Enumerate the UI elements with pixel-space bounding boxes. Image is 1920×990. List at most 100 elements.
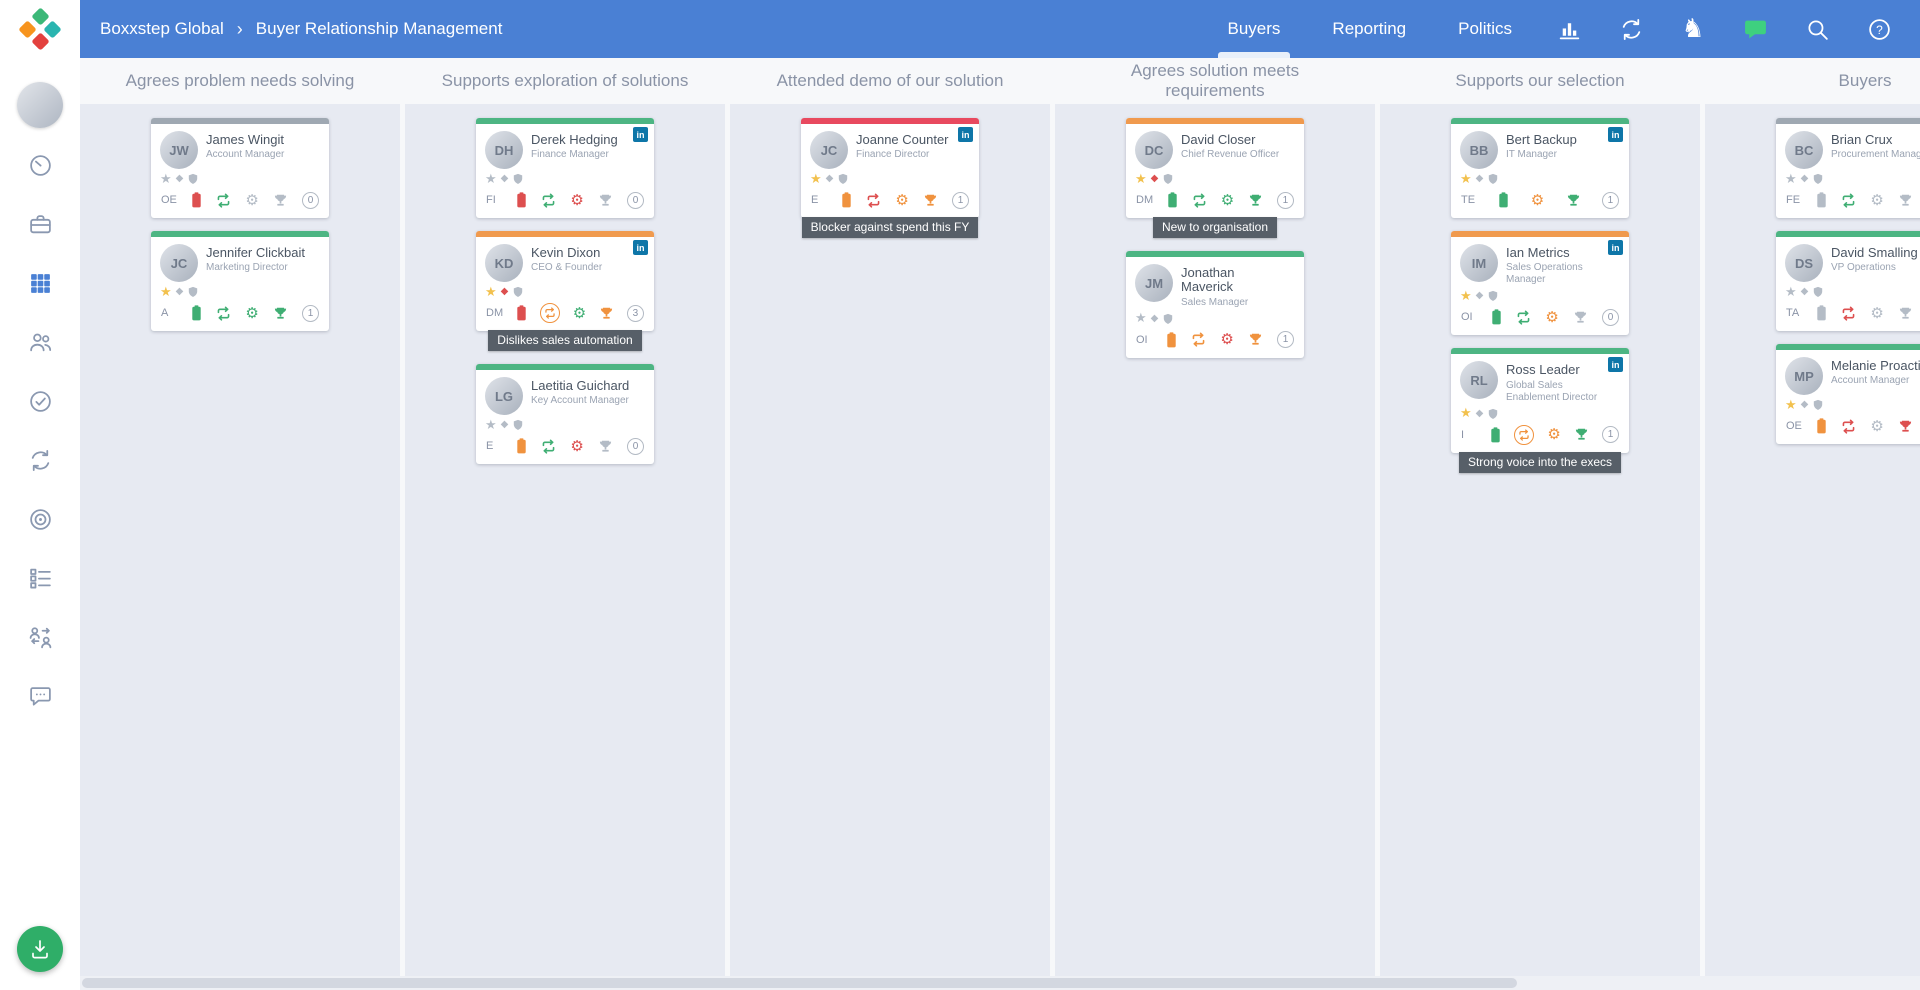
count-badge[interactable]: 1 xyxy=(1601,191,1619,209)
sidebar-checklist-icon[interactable] xyxy=(0,549,80,608)
count-badge[interactable]: 0 xyxy=(627,437,644,455)
trophy-icon xyxy=(273,306,288,321)
buyer-type-label: DM xyxy=(1136,194,1154,206)
buyer-type-label: OE xyxy=(161,194,177,206)
star-icon: ★ xyxy=(1460,171,1472,187)
sidebar-check-circle-icon[interactable] xyxy=(0,372,80,431)
insight-tag: New to organisation xyxy=(1152,217,1278,238)
avatar: BB xyxy=(1460,131,1498,169)
count-badge[interactable]: 0 xyxy=(627,191,644,209)
buyer-name: David Smalling xyxy=(1831,245,1918,260)
avatar: DH xyxy=(485,131,523,169)
card-status-bar xyxy=(476,231,654,237)
battery-icon xyxy=(1166,331,1177,348)
buyer-card[interactable]: inMPMelanie ProactiveAccount Manager★◆OE… xyxy=(1776,344,1920,444)
scrollbar-thumb[interactable] xyxy=(82,978,1518,988)
sidebar-chat-icon[interactable] xyxy=(0,667,80,726)
battery-icon xyxy=(1498,192,1509,208)
trophy-icon xyxy=(923,193,938,208)
linkedin-icon[interactable]: in xyxy=(1608,127,1623,142)
sidebar-people-icon[interactable] xyxy=(0,313,80,372)
count-badge[interactable]: 0 xyxy=(1602,308,1619,326)
nav-item-reporting[interactable]: Reporting xyxy=(1332,19,1407,38)
gear-icon: ⚙ xyxy=(1870,190,1884,209)
shield-icon xyxy=(1162,173,1174,185)
linkedin-icon[interactable]: in xyxy=(1608,357,1623,373)
diamond-icon: ◆ xyxy=(1800,286,1809,297)
help-icon[interactable]: ? xyxy=(1848,0,1910,58)
diamond-icon: ◆ xyxy=(1475,290,1484,302)
buyer-role: Sales Manager xyxy=(1181,296,1249,308)
linkedin-icon[interactable]: in xyxy=(633,127,648,142)
trophy-icon xyxy=(273,193,288,208)
count-badge[interactable]: 3 xyxy=(626,304,644,322)
refresh-icon xyxy=(544,307,556,319)
attribute-row: ★◆ xyxy=(810,172,970,186)
sidebar-org-exchange-icon[interactable] xyxy=(0,608,80,667)
nav-item-buyers[interactable]: Buyers xyxy=(1202,0,1307,58)
buyer-role: Sales Operations Manager xyxy=(1506,262,1583,286)
linkedin-icon[interactable]: in xyxy=(958,127,973,142)
battery-icon xyxy=(516,305,527,321)
sync-icon[interactable] xyxy=(1600,0,1662,58)
attribute-row: ★◆ xyxy=(485,285,645,299)
count-badge[interactable]: 1 xyxy=(1602,426,1619,444)
count-badge[interactable]: 1 xyxy=(302,304,319,322)
card-footer: I⚙1 xyxy=(1460,424,1620,445)
sidebar-grid-icon[interactable] xyxy=(0,254,80,313)
buyer-name: Brian Crux xyxy=(1831,132,1893,147)
buyer-name: Laetitia Guichard xyxy=(531,378,630,393)
star-icon: ★ xyxy=(1135,311,1147,327)
sidebar-speedometer-icon[interactable] xyxy=(0,136,80,195)
trophy-icon xyxy=(1566,193,1581,208)
count-badge[interactable]: 0 xyxy=(302,191,319,209)
linkedin-icon[interactable]: in xyxy=(1608,240,1623,255)
card-status-bar xyxy=(1126,251,1304,257)
search-icon[interactable] xyxy=(1786,0,1848,58)
breadcrumb-org[interactable]: Boxxstep Global xyxy=(100,19,224,38)
trophy-icon xyxy=(1248,332,1263,347)
download-button[interactable] xyxy=(17,926,63,972)
chess-knight-icon[interactable]: ♞ xyxy=(1681,14,1705,44)
chat-icon[interactable] xyxy=(1724,0,1786,58)
count-badge[interactable]: 1 xyxy=(1277,331,1294,349)
app-logo[interactable] xyxy=(0,0,80,58)
main-nav: Buyers Reporting Politics xyxy=(1202,0,1539,58)
left-sidebar xyxy=(0,58,80,990)
analytics-icon[interactable] xyxy=(1538,0,1600,58)
nav-item-politics[interactable]: Politics xyxy=(1458,19,1512,38)
avatar: MP xyxy=(1785,357,1823,395)
user-avatar[interactable] xyxy=(17,82,63,128)
refresh-icon xyxy=(1841,419,1856,434)
attribute-row: ★◆ xyxy=(1135,312,1295,326)
sidebar-briefcase-icon[interactable] xyxy=(0,195,80,254)
sidebar-sync-icon[interactable] xyxy=(0,431,80,490)
horizontal-scrollbar[interactable] xyxy=(80,976,1920,990)
sidebar-target-icon[interactable] xyxy=(0,490,80,549)
diamond-icon: ◆ xyxy=(500,286,509,297)
card-status-bar xyxy=(1776,118,1920,124)
count-badge[interactable]: 1 xyxy=(952,191,969,209)
attribute-row: ★◆ xyxy=(1460,289,1620,303)
count-badge[interactable]: 1 xyxy=(1276,191,1294,209)
linkedin-icon[interactable]: in xyxy=(633,240,648,255)
